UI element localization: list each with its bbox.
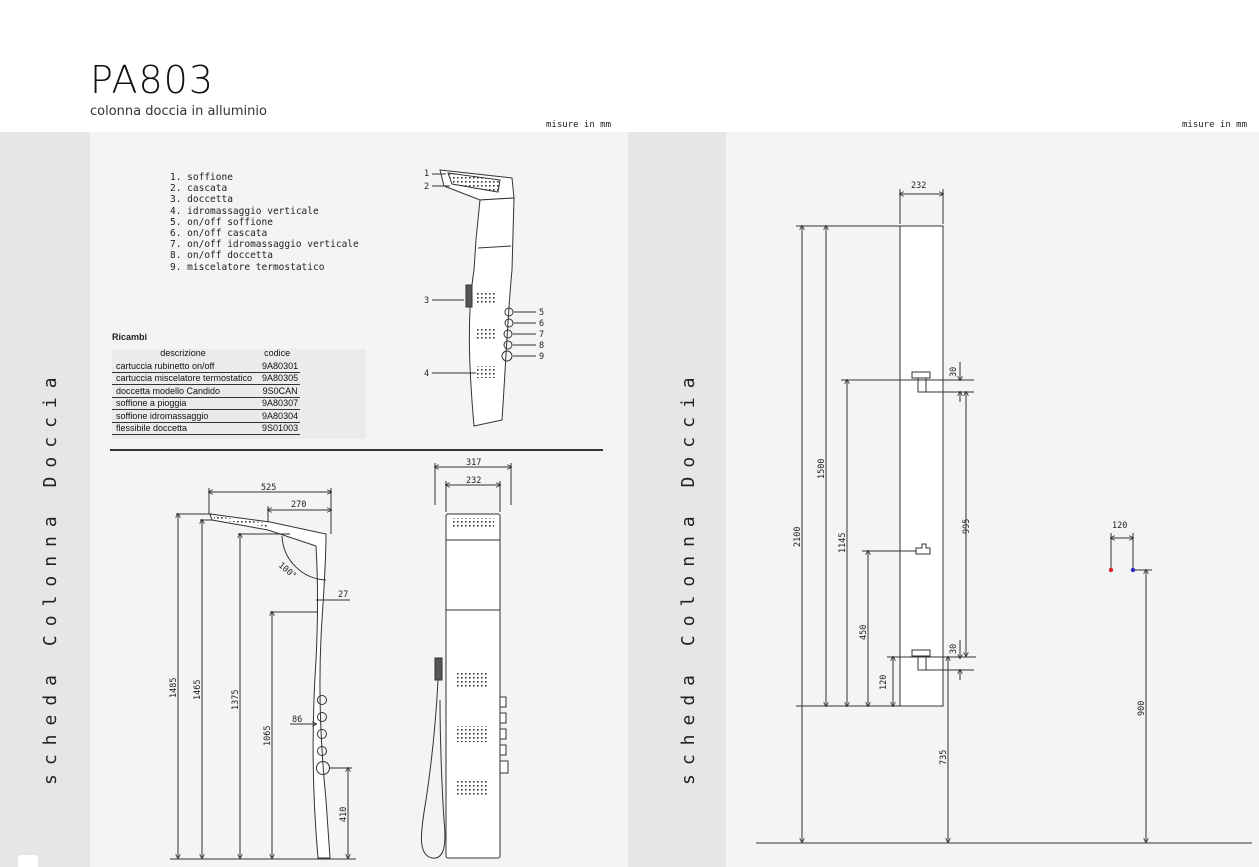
legend-item: 3. doccetta xyxy=(170,194,233,206)
legend-item: 6. on/off cascata xyxy=(170,228,268,240)
dim-label: 317 xyxy=(466,458,481,468)
parts-legend: 1. soffione 2. cascata 3. doccetta 4. id… xyxy=(170,172,359,273)
dim-label: 1065 xyxy=(263,726,273,746)
cell-code: 9S01003 xyxy=(254,422,301,435)
hot-inlet-marker xyxy=(1108,567,1114,573)
ricambi-table: descrizione codice cartuccia rubinetto o… xyxy=(112,348,301,435)
sidebar-left xyxy=(0,132,90,867)
dim-label: 900 xyxy=(1137,701,1147,716)
dim-label: 100° xyxy=(276,561,298,582)
dim-label: 1485 xyxy=(169,678,179,698)
dim-label: 1145 xyxy=(838,533,848,553)
panel-right xyxy=(726,132,1259,867)
corner-mark xyxy=(18,855,38,867)
cell-code: 9S0CAN xyxy=(254,384,301,398)
dim-label: 270 xyxy=(291,500,306,510)
page-title: PA803 xyxy=(90,58,215,102)
legend-item: 4. idromassaggio verticale xyxy=(170,205,319,217)
dim-label: 1375 xyxy=(231,690,241,710)
cell-description: doccetta modello Candido xyxy=(112,384,255,398)
dim-label: 232 xyxy=(911,181,926,191)
side-view xyxy=(170,488,356,860)
legend-item: 7. on/off idromassaggio verticale xyxy=(170,239,359,251)
callout-2: 2 xyxy=(424,182,429,192)
perspective-view xyxy=(432,169,536,427)
callout-5: 5 xyxy=(539,308,544,318)
callout-9: 9 xyxy=(539,352,544,362)
dim-label: 2100 xyxy=(793,527,803,547)
callout-4: 4 xyxy=(424,369,429,379)
callout-3: 3 xyxy=(424,296,429,306)
installation-view xyxy=(756,189,1252,844)
dim-label: 450 xyxy=(859,625,869,640)
dim-label: 86 xyxy=(292,715,302,725)
dim-label: 30 xyxy=(949,367,959,377)
callout-7: 7 xyxy=(539,330,544,340)
column-header-code: codice xyxy=(264,348,291,358)
ricambi-title: Ricambi xyxy=(112,332,148,342)
cell-code: 9A80301 xyxy=(254,360,301,373)
dim-label: 735 xyxy=(939,750,949,765)
dim-label: 27 xyxy=(338,590,348,600)
callout-8: 8 xyxy=(539,341,544,351)
cell-description: cartuccia miscelatore termostatico xyxy=(112,372,255,385)
dim-label: 995 xyxy=(962,519,972,534)
units-note-right: misure in mm xyxy=(1182,120,1248,130)
dim-label: 120 xyxy=(1112,521,1127,531)
dim-label: 410 xyxy=(339,807,349,822)
legend-item: 9. miscelatore termostatico xyxy=(170,261,325,273)
legend-item: 1. soffione xyxy=(170,172,233,183)
column-header-description: descrizione xyxy=(160,348,206,358)
dim-label: 1500 xyxy=(817,459,827,479)
page-subtitle: colonna doccia in alluminio xyxy=(90,104,267,119)
cell-description: soffione idromassaggio xyxy=(112,409,255,423)
cell-code: 9A80307 xyxy=(254,397,301,410)
dim-label: 1465 xyxy=(193,680,203,700)
dim-label: 232 xyxy=(466,476,481,486)
units-note-left: misure in mm xyxy=(546,120,612,130)
callout-1: 1 xyxy=(424,169,429,179)
dim-label: 30 xyxy=(949,644,959,654)
cold-inlet-marker xyxy=(1130,567,1136,573)
dim-label: 120 xyxy=(879,675,889,690)
legend-item: 2. cascata xyxy=(170,183,228,195)
dim-label: 525 xyxy=(261,483,276,493)
cell-description: flessibile doccetta xyxy=(112,422,255,435)
cell-description: soffione a pioggia xyxy=(112,397,255,410)
cell-code: 9A80304 xyxy=(254,409,301,423)
cell-description: cartuccia rubinetto on/off xyxy=(112,360,255,373)
callout-6: 6 xyxy=(539,319,544,329)
front-view xyxy=(420,463,511,859)
legend-item: 5. on/off soffione xyxy=(170,216,273,228)
cell-code: 9A80305 xyxy=(254,372,301,385)
legend-item: 8. on/off doccetta xyxy=(170,250,273,262)
section-separator xyxy=(110,449,603,451)
sidebar-right xyxy=(628,132,726,867)
